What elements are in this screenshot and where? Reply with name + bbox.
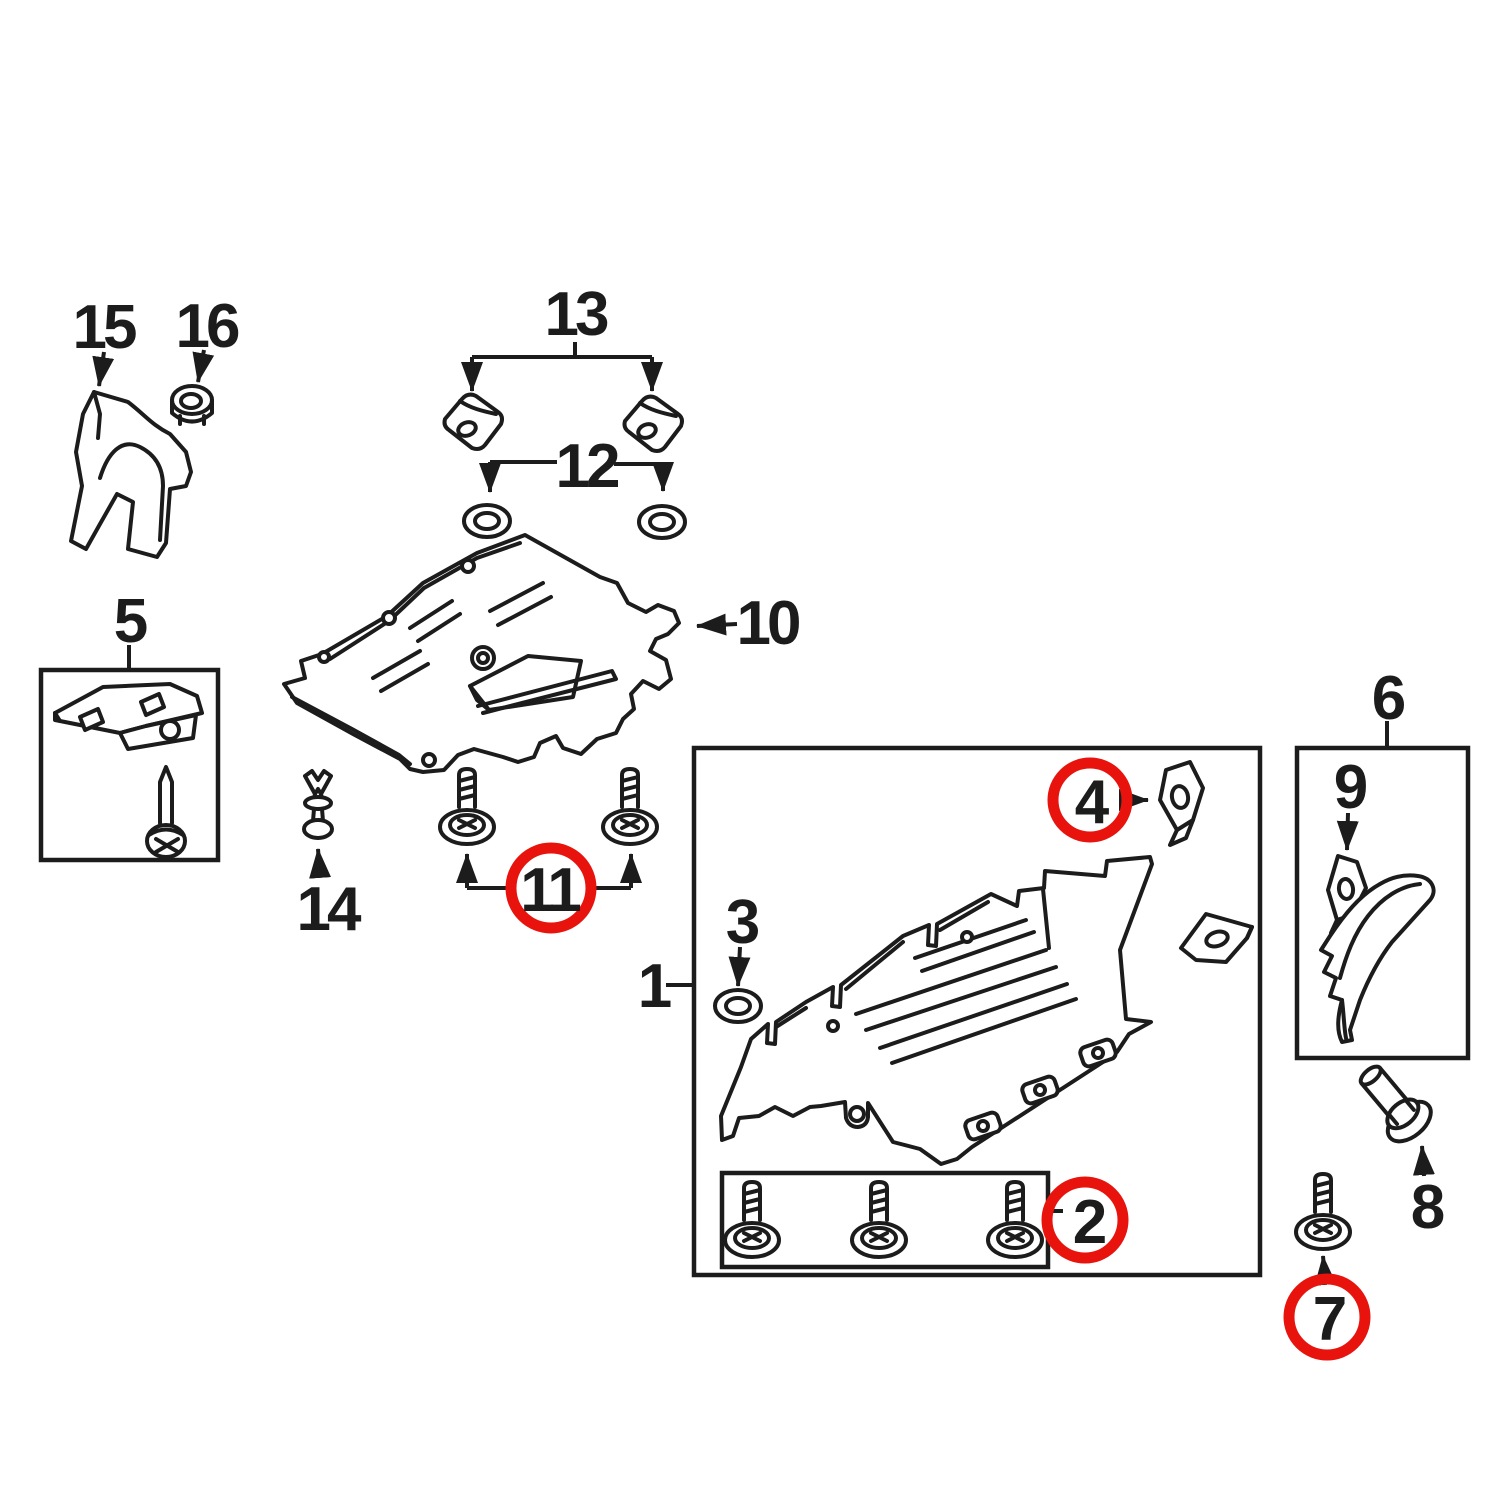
callout-12-label: 12 — [556, 432, 618, 501]
clip-4 — [1158, 760, 1205, 847]
part-10-front-underbody-panel — [282, 533, 681, 774]
clip-13-right — [622, 394, 684, 453]
callout-3-label: 3 — [726, 888, 759, 957]
callout-4-label: 4 — [1075, 768, 1110, 837]
leader-14 — [309, 848, 332, 879]
callout-6-label: 6 — [1372, 664, 1405, 733]
clip-on-pan-right — [1179, 912, 1254, 964]
part-1-assembly — [691, 745, 1263, 1278]
callout-9-label: 9 — [1334, 753, 1367, 822]
leader-16 — [192, 349, 215, 383]
washer-3 — [713, 988, 763, 1024]
part-8-bolt — [1358, 1064, 1433, 1144]
leader-10 — [696, 613, 738, 636]
callout-15-label: 15 — [73, 293, 136, 362]
leader-lines — [92, 342, 1435, 1286]
screw-7 — [1294, 1172, 1352, 1251]
screw-11-left — [438, 767, 496, 846]
callout-2-label: 2 — [1073, 1188, 1105, 1257]
screw-2-a — [723, 1180, 781, 1259]
clip-13-left — [442, 392, 504, 451]
part-1-box — [691, 745, 1263, 1278]
washer-12-right — [637, 504, 687, 540]
leader-12 — [490, 462, 663, 492]
part-11-screws — [438, 767, 659, 846]
screw-2-c — [986, 1180, 1044, 1259]
part-6-box — [1294, 745, 1471, 1061]
part-15-bracket — [69, 390, 193, 559]
callout-labels: 15 16 13 12 10 5 14 11 1 3 4 2 6 9 8 7 — [73, 280, 1448, 1354]
callout-11-label: 11 — [520, 856, 580, 925]
belly-pan — [719, 855, 1154, 1166]
part-2-screw-kit — [719, 1170, 1051, 1270]
highlight-circle-11 — [505, 842, 597, 934]
leader-8 — [1412, 1145, 1435, 1177]
callout-5-label: 5 — [114, 587, 147, 656]
part-5-screw — [145, 765, 187, 859]
highlight-circle-7 — [1283, 1273, 1371, 1361]
part-16-nut — [170, 384, 214, 426]
leader-15 — [92, 351, 115, 387]
highlight-circle-2 — [1041, 1176, 1129, 1264]
callout-16-label: 16 — [176, 292, 239, 361]
callout-14-label: 14 — [297, 875, 362, 944]
screw-2-b — [850, 1180, 908, 1259]
leader-3 — [728, 946, 751, 987]
highlight-rings — [505, 757, 1371, 1361]
callout-13-label: 13 — [545, 280, 608, 349]
part-6-kit — [1294, 745, 1471, 1061]
callout-8-label: 8 — [1411, 1173, 1444, 1242]
highlight-circle-4 — [1047, 757, 1133, 843]
callout-1-label: 1 — [638, 952, 671, 1021]
part-12-washers — [462, 503, 687, 540]
part-5-kit — [38, 667, 221, 863]
callout-10-label: 10 — [737, 589, 799, 658]
washer-12-left — [462, 503, 512, 539]
leader-9 — [1336, 812, 1359, 851]
part-5-bracket — [53, 682, 204, 751]
callout-7-label: 7 — [1313, 1285, 1345, 1354]
leader-13 — [461, 342, 663, 392]
part-6-curved-bracket — [1319, 873, 1436, 1044]
screw-11-right — [601, 767, 659, 846]
leader-11 — [467, 854, 631, 890]
part-14-push-pin — [302, 769, 334, 840]
